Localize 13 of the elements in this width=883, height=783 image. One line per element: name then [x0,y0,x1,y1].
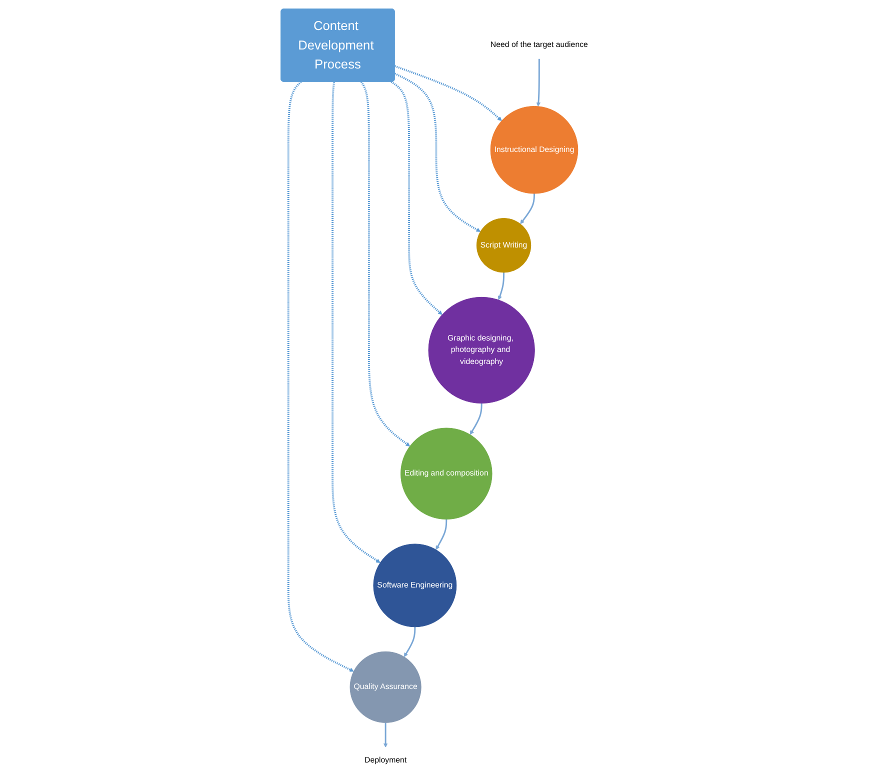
arrow [404,626,416,658]
arrow [287,81,354,672]
arrow [383,722,388,748]
arrow [390,80,442,315]
arrow [394,65,502,121]
arrow [394,72,480,232]
arrow [435,519,447,550]
arrow [497,272,504,300]
arrow [536,58,540,107]
arrow [331,82,380,563]
arrow [470,403,482,435]
arrow [520,194,535,224]
arrow [360,81,410,446]
